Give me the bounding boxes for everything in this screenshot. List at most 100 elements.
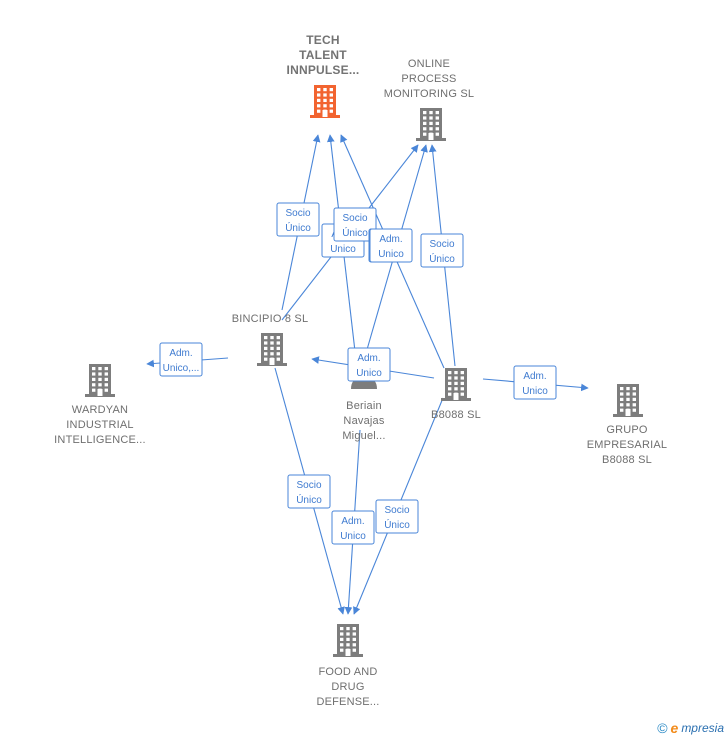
edge-label-text: Unico bbox=[356, 368, 382, 379]
edge-label-text: Unico,... bbox=[163, 363, 200, 374]
building-window bbox=[352, 627, 356, 631]
node-label: B8088 SL bbox=[602, 454, 652, 466]
edge-label-box[interactable]: Adm.Unico bbox=[369, 228, 413, 263]
node-label: Beriain bbox=[346, 400, 382, 412]
edge-label-box[interactable]: Adm.Unico bbox=[513, 365, 557, 400]
edge-label-text: Único bbox=[384, 518, 410, 531]
building-window bbox=[276, 341, 280, 345]
building-window bbox=[620, 408, 624, 412]
node-label: INNPULSE... bbox=[287, 63, 360, 77]
node-food-drug[interactable]: FOOD ANDDRUGDEFENSE... bbox=[316, 624, 379, 708]
edge-label-text: Adm. bbox=[357, 353, 380, 364]
building-window bbox=[454, 371, 458, 375]
edge-label-text: Unico bbox=[330, 244, 356, 255]
building-window bbox=[435, 111, 439, 115]
edge-label-box[interactable]: Adm. Unico bbox=[331, 510, 375, 545]
node-b8088[interactable]: B8088 SL bbox=[431, 368, 481, 421]
building-window bbox=[340, 632, 344, 636]
building-window bbox=[626, 392, 630, 396]
building-window bbox=[429, 116, 433, 120]
building-window bbox=[429, 111, 433, 115]
edge-label-text: Único bbox=[429, 252, 455, 265]
edge-label-box[interactable]: Adm. Unico bbox=[347, 347, 391, 382]
building-window bbox=[448, 392, 452, 396]
building-window bbox=[340, 637, 344, 641]
brand-initial: e bbox=[670, 720, 679, 736]
edge-label-text: Unico bbox=[340, 531, 366, 542]
building-window bbox=[423, 132, 427, 136]
building-door bbox=[97, 389, 103, 396]
edge-label-text: Adm. bbox=[169, 348, 192, 359]
building-window bbox=[620, 387, 624, 391]
edge-label-box[interactable]: Adm. Unico,... bbox=[159, 342, 203, 377]
building-window bbox=[632, 408, 636, 412]
edge-label-frame bbox=[331, 510, 375, 545]
building-window bbox=[276, 357, 280, 361]
node-bincipio[interactable]: BINCIPIO 8 SL bbox=[232, 313, 309, 366]
node-tech-talent[interactable]: TECHTALENTINNPULSE... bbox=[287, 33, 360, 118]
building-window bbox=[340, 643, 344, 647]
building-window bbox=[620, 397, 624, 401]
building-window bbox=[632, 397, 636, 401]
building-window bbox=[340, 648, 344, 652]
building-window bbox=[264, 352, 268, 356]
building-window bbox=[429, 121, 433, 125]
building-window bbox=[448, 387, 452, 391]
building-window bbox=[454, 381, 458, 385]
building-icon bbox=[333, 624, 363, 657]
building-window bbox=[435, 127, 439, 131]
building-window bbox=[329, 98, 333, 102]
building-window bbox=[460, 371, 464, 375]
building-window bbox=[270, 336, 274, 340]
building-window bbox=[323, 98, 327, 102]
building-icon bbox=[257, 333, 287, 366]
building-window bbox=[104, 383, 108, 387]
building-window bbox=[460, 387, 464, 391]
building-window bbox=[346, 637, 350, 641]
edge-label-frame bbox=[369, 228, 413, 263]
edge-label-text: Adm. bbox=[379, 234, 402, 245]
edge-label-text: Socio bbox=[342, 213, 367, 224]
building-window bbox=[264, 346, 268, 350]
building-window bbox=[626, 403, 630, 407]
node-label: TALENT bbox=[299, 48, 347, 62]
building-window bbox=[435, 121, 439, 125]
building-icon bbox=[441, 368, 471, 401]
building-window bbox=[460, 381, 464, 385]
building-window bbox=[340, 627, 344, 631]
building-window bbox=[346, 632, 350, 636]
edge-label-frame bbox=[159, 342, 203, 377]
node-wardyan[interactable]: WARDYANINDUSTRIALINTELLIGENCE... bbox=[54, 364, 146, 446]
building-door bbox=[322, 110, 328, 117]
edge-label-text: Adm. bbox=[341, 516, 364, 527]
edge-label-frame bbox=[287, 474, 331, 509]
edge-label-text: Socio bbox=[384, 505, 409, 516]
building-door bbox=[345, 649, 351, 656]
building-window bbox=[276, 352, 280, 356]
building-window bbox=[270, 346, 274, 350]
building-window bbox=[92, 372, 96, 376]
edge-label-text: Único bbox=[342, 226, 368, 239]
building-window bbox=[423, 127, 427, 131]
node-label: TECH bbox=[306, 33, 339, 47]
building-window bbox=[352, 632, 356, 636]
building-window bbox=[317, 109, 321, 113]
node-label: B8088 SL bbox=[431, 409, 481, 421]
building-window bbox=[435, 116, 439, 120]
node-label: GRUPO bbox=[606, 424, 648, 436]
building-window bbox=[323, 88, 327, 92]
building-window bbox=[104, 377, 108, 381]
building-door bbox=[269, 358, 275, 365]
edge-label-text: Único bbox=[296, 493, 322, 506]
edge-label-text: Socio bbox=[429, 239, 454, 250]
building-window bbox=[329, 109, 333, 113]
building-window bbox=[620, 392, 624, 396]
